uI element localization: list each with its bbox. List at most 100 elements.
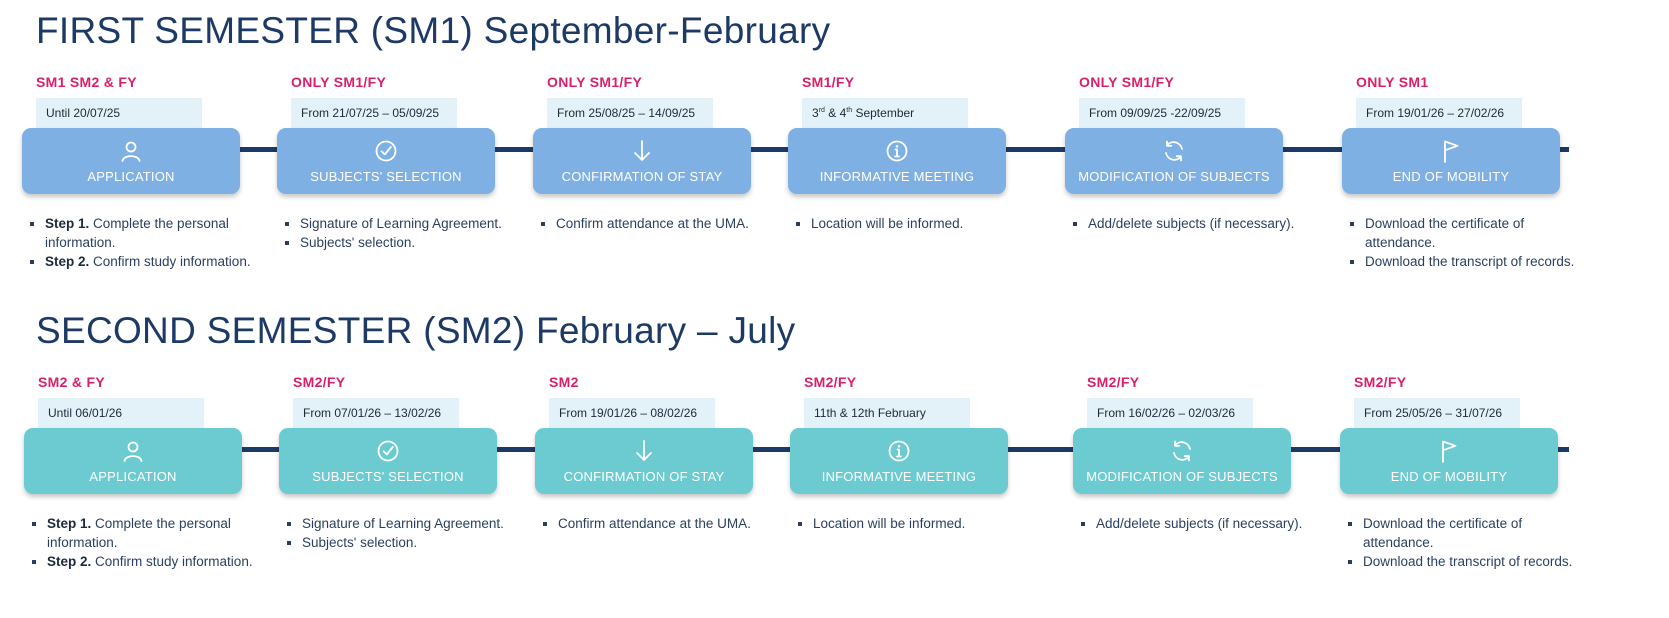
bullet-text: Download the transcript of records. xyxy=(1365,254,1575,269)
bullet-text: Add/delete subjects (if necessary). xyxy=(1088,216,1295,231)
bullet-text: Confirm study information. xyxy=(89,254,251,269)
bullet-text: Download the certificate of attendance. xyxy=(1365,216,1525,250)
stage-bullets: Signature of Learning Agreement. Subjects… xyxy=(287,514,517,552)
stage-scope: ONLY SM1/FY xyxy=(291,74,387,90)
stage-bullets: Location will be informed. xyxy=(796,214,1026,233)
arrow-down-icon xyxy=(634,139,650,161)
bullet-step: Step 2. xyxy=(47,554,92,569)
check-circle-icon xyxy=(377,440,399,461)
bullet-item: Subjects' selection. xyxy=(287,533,517,552)
stage-box[interactable]: SUBJECTS' SELECTION xyxy=(279,428,497,494)
stage-box[interactable]: CONFIRMATION OF STAY xyxy=(535,428,753,494)
bullet-text: Location will be informed. xyxy=(813,516,966,531)
bullet-step: Step 1. xyxy=(45,216,90,231)
stage-box[interactable]: SUBJECTS' SELECTION xyxy=(277,128,495,194)
stage-box[interactable]: END OF MOBILITY xyxy=(1340,428,1558,494)
bullet-item: Step 1. Complete the personal informatio… xyxy=(30,214,260,252)
bullet-text: Signature of Learning Agreement. xyxy=(302,516,504,531)
stage-date: Until 20/07/25 xyxy=(36,98,202,132)
stage-label: CONFIRMATION OF STAY xyxy=(561,168,723,184)
flag-icon xyxy=(1444,140,1459,163)
stage-date: 11th & 12th February xyxy=(804,398,970,432)
stage-box[interactable]: MODIFICATION OF SUBJECTS xyxy=(1065,128,1283,194)
stage-label: MODIFICATION OF SUBJECTS xyxy=(1078,168,1270,184)
section-title: SECOND SEMESTER (SM2) February – July xyxy=(36,310,796,351)
bullet-text: Download the certificate of attendance. xyxy=(1363,516,1523,550)
bullet-text: Download the transcript of records. xyxy=(1363,554,1573,569)
stage-scope: ONLY SM1/FY xyxy=(547,74,643,90)
stage-label: APPLICATION xyxy=(87,168,175,184)
stage-box[interactable]: INFORMATIVE MEETING xyxy=(788,128,1006,194)
stage-bullets: Step 1. Complete the personal informatio… xyxy=(32,514,262,571)
stage-label: SUBJECTS' SELECTION xyxy=(310,168,462,184)
bullet-item: Download the transcript of records. xyxy=(1348,552,1578,571)
stage-label: APPLICATION xyxy=(89,468,177,484)
bullet-text: Location will be informed. xyxy=(811,216,964,231)
stage-bullets: Add/delete subjects (if necessary). xyxy=(1073,214,1303,233)
section-title: FIRST SEMESTER (SM1) September-February xyxy=(36,10,831,51)
bullet-text: Complete the personal information. xyxy=(45,216,229,250)
stage-box[interactable]: APPLICATION xyxy=(24,428,242,494)
bullet-text: Subjects' selection. xyxy=(302,535,418,550)
bullet-item: Subjects' selection. xyxy=(285,233,515,252)
stage-bullets: Location will be informed. xyxy=(798,514,1028,533)
bullet-step: Step 1. xyxy=(47,516,92,531)
stage-box[interactable]: INFORMATIVE MEETING xyxy=(790,428,1008,494)
stage-label: MODIFICATION OF SUBJECTS xyxy=(1086,468,1278,484)
stage-date: From 07/01/26 – 13/02/26 xyxy=(293,398,459,432)
bullet-text: Confirm study information. xyxy=(91,554,253,569)
bullet-item: Location will be informed. xyxy=(796,214,1026,233)
user-icon xyxy=(121,141,141,162)
flag-icon xyxy=(1442,440,1457,463)
stage-scope: SM2 xyxy=(549,374,579,390)
stage-date: From 25/05/26 – 31/07/26 xyxy=(1354,398,1520,432)
bullet-item: Step 2. Confirm study information. xyxy=(30,252,260,271)
stage-date: From 09/09/25 -22/09/25 xyxy=(1079,98,1245,132)
bullet-item: Download the certificate of attendance. xyxy=(1350,214,1580,252)
stage-date: From 16/02/26 – 02/03/26 xyxy=(1087,398,1253,432)
stage-scope: SM2/FY xyxy=(1087,374,1140,390)
stage-label: SUBJECTS' SELECTION xyxy=(312,468,464,484)
bullet-item: Confirm attendance at the UMA. xyxy=(541,214,771,233)
stage-label: INFORMATIVE MEETING xyxy=(819,168,975,184)
stage-date: From 21/07/25 – 05/09/25 xyxy=(291,98,457,132)
stage-date: From 25/08/25 – 14/09/25 xyxy=(547,98,713,132)
stage-bullets: Add/delete subjects (if necessary). xyxy=(1081,514,1311,533)
bullet-item: Confirm attendance at the UMA. xyxy=(543,514,773,533)
stage-bullets: Confirm attendance at the UMA. xyxy=(543,514,773,533)
arrow-down-icon xyxy=(636,439,652,461)
bullet-item: Download the certificate of attendance. xyxy=(1348,514,1578,552)
bullet-item: Signature of Learning Agreement. xyxy=(285,214,515,233)
stage-scope: SM1 SM2 & FY xyxy=(36,74,137,90)
bullet-item: Download the transcript of records. xyxy=(1350,252,1580,271)
bullet-item: Step 2. Confirm study information. xyxy=(32,552,262,571)
stage-box[interactable]: END OF MOBILITY xyxy=(1342,128,1560,194)
stage-scope: ONLY SM1/FY xyxy=(1079,74,1175,90)
bullet-text: Add/delete subjects (if necessary). xyxy=(1096,516,1303,531)
user-icon xyxy=(123,441,143,462)
stage-box[interactable]: MODIFICATION OF SUBJECTS xyxy=(1073,428,1291,494)
stage-bullets: Signature of Learning Agreement. Subjects… xyxy=(285,214,515,252)
stage-box[interactable]: APPLICATION xyxy=(22,128,240,194)
bullet-item: Add/delete subjects (if necessary). xyxy=(1073,214,1303,233)
stage-label: CONFIRMATION OF STAY xyxy=(563,468,725,484)
bullet-item: Add/delete subjects (if necessary). xyxy=(1081,514,1311,533)
stage-date: Until 06/01/26 xyxy=(38,398,204,432)
bullet-text: Confirm attendance at the UMA. xyxy=(558,516,751,531)
stage-bullets: Confirm attendance at the UMA. xyxy=(541,214,771,233)
stage-label: INFORMATIVE MEETING xyxy=(821,468,977,484)
bullet-text: Signature of Learning Agreement. xyxy=(300,216,502,231)
bullet-text: Confirm attendance at the UMA. xyxy=(556,216,749,231)
bullet-item: Location will be informed. xyxy=(798,514,1028,533)
stage-scope: SM2/FY xyxy=(804,374,857,390)
bullet-item: Signature of Learning Agreement. xyxy=(287,514,517,533)
stage-box[interactable]: CONFIRMATION OF STAY xyxy=(533,128,751,194)
